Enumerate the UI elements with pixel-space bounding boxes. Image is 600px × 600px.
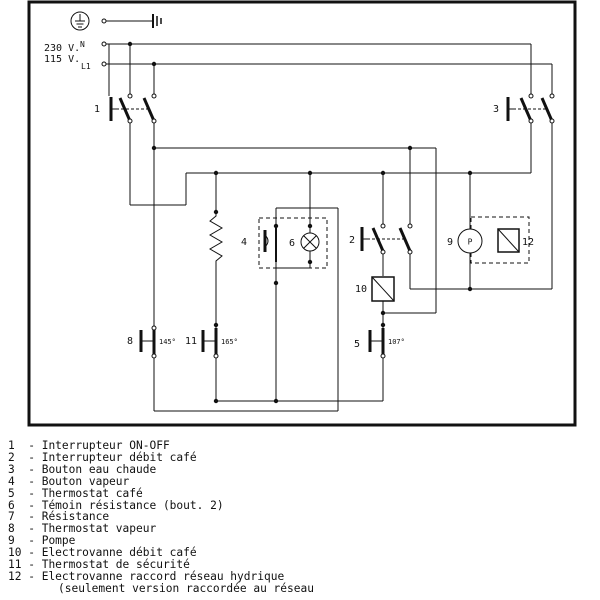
label-component-4: 4 <box>241 237 247 248</box>
switch-1-on-off <box>109 97 156 122</box>
legend-text: Bouton vapeur <box>41 474 130 488</box>
legend-text: Thermostat vapeur <box>41 522 157 536</box>
legend-number: 6 <box>8 498 22 512</box>
legend-number: 3 <box>8 462 22 476</box>
label-component-11: 11 <box>185 336 197 347</box>
legend-text: Thermostat de sécurité <box>41 558 190 572</box>
label-l1: L1 <box>81 62 91 71</box>
diagram-frame <box>27 0 577 427</box>
wiring-diagram: 230 V. N 115 V. L1 1 2 3 4 5 6 8 9 10 11… <box>27 0 577 427</box>
legend-number: 10 <box>8 546 22 560</box>
legend-text: Témoin résistance (bout. 2) <box>41 498 224 512</box>
switch-3-hot-water <box>506 97 554 122</box>
thermostat-11-safety <box>201 328 218 356</box>
label-neutral: N <box>80 40 85 49</box>
label-temp-11: 165° <box>221 338 238 346</box>
legend-note: (seulement version raccordée au réseau <box>58 581 314 595</box>
legend-number: 8 <box>8 522 22 536</box>
thermostat-5-coffee <box>368 328 385 356</box>
group-box-steam-button <box>258 217 328 269</box>
legend-number: 5 <box>8 486 22 500</box>
label-component-6: 6 <box>289 238 295 249</box>
label-component-3: 3 <box>493 104 499 115</box>
label-component-9: 9 <box>447 237 453 248</box>
junction-dots <box>127 41 473 404</box>
lamp-6-indicator <box>300 228 320 262</box>
legend-number: 1 <box>8 439 22 452</box>
legend-number: 9 <box>8 534 22 548</box>
legend-item: 12 - Electrovanne raccord réseau hydriqu… <box>8 569 285 583</box>
legend-item: 5 - Thermostat café <box>8 486 143 500</box>
label-component-2: 2 <box>349 235 355 246</box>
legend-text: Interrupteur ON-OFF <box>41 439 170 452</box>
thermostat-8-steam <box>139 328 156 356</box>
label-component-8: 8 <box>127 336 133 347</box>
pump-9 <box>457 228 483 254</box>
legend-number: 7 <box>8 510 22 524</box>
label-230v: 230 V. <box>44 43 80 54</box>
solenoid-valve-12 <box>497 228 520 253</box>
legend-item: 8 - Thermostat vapeur <box>8 522 157 536</box>
label-temp-8: 145° <box>159 338 176 346</box>
legend-text: Thermostat café <box>41 486 143 500</box>
legend-text: Résistance <box>41 510 110 524</box>
label-component-10: 10 <box>355 284 367 295</box>
label-component-1: 1 <box>94 104 100 115</box>
legend-item: 3 - Bouton eau chaude <box>8 462 157 476</box>
legend-item: 9 - Pompe <box>8 534 76 548</box>
solenoid-valve-10 <box>371 276 395 302</box>
pump-symbol: P <box>468 238 473 247</box>
legend-number: 2 <box>8 450 22 464</box>
legend-text: Interrupteur débit café <box>41 450 197 464</box>
legend-item: 1 - Interrupteur ON-OFF <box>8 439 170 452</box>
legend-text: Bouton eau chaude <box>41 462 157 476</box>
legend-item: 10 - Electrovanne débit café <box>8 546 197 560</box>
legend-text: Pompe <box>41 534 76 548</box>
legend-number: 4 <box>8 474 22 488</box>
legend-item: 6 - Témoin résistance (bout. 2) <box>8 498 224 512</box>
legend-number: 12 <box>8 569 22 583</box>
button-4-steam <box>263 228 277 262</box>
label-temp-5: 107° <box>388 338 405 346</box>
switch-2-coffee-flow <box>360 227 412 252</box>
legend-text: Electrovanne débit café <box>41 546 197 560</box>
legend-item: 7 - Résistance <box>8 510 110 524</box>
label-component-12: 12 <box>522 237 534 248</box>
legend-item: 4 - Bouton vapeur <box>8 474 130 488</box>
terminals <box>101 18 555 359</box>
label-component-5: 5 <box>354 339 360 350</box>
legend-text: Electrovanne raccord réseau hydrique <box>41 569 285 583</box>
label-115v: 115 V. <box>44 54 80 65</box>
legend-item: 11 - Thermostat de sécurité <box>8 558 190 572</box>
legend-number: 11 <box>8 558 22 572</box>
legend-item: 2 - Interrupteur débit café <box>8 450 197 464</box>
ground-icon <box>70 11 162 31</box>
